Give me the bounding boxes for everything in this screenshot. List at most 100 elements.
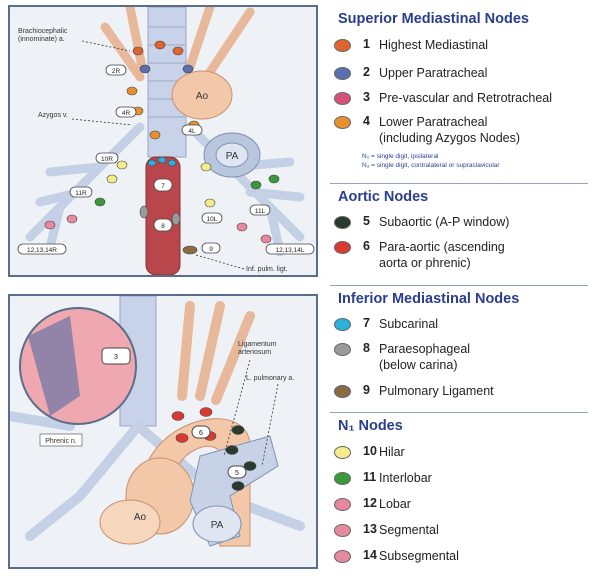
section-title-n1: N₁ Nodes [338, 418, 403, 434]
node-7 [148, 160, 156, 166]
inf-pulm-ligt-label: Inf. pulm. ligt. [246, 266, 288, 273]
legend-swatch [334, 343, 351, 356]
node-12 [237, 223, 247, 231]
station-tag-12-13-14r: 12,13,14R [27, 247, 57, 254]
station-label: Lobar [379, 496, 411, 512]
node-5 [226, 446, 238, 455]
node-7 [168, 160, 176, 166]
legend-item: 8Paraesophageal (below carina) [334, 341, 470, 373]
node-10 [205, 199, 215, 207]
section-title-aortic: Aortic Nodes [338, 189, 428, 205]
n3-note: N₃ = single digit, contralateral or supr… [362, 162, 500, 171]
station-label: Lower Paratracheal (including Azygos Nod… [379, 114, 520, 146]
station-number: 14 [363, 548, 377, 562]
legend-swatch [334, 241, 351, 254]
legend-swatch [334, 39, 351, 52]
station-label: Paraesophageal (below carina) [379, 341, 470, 373]
legend-item: 3Pre-vascular and Retrotracheal [334, 90, 552, 106]
node-12 [67, 215, 77, 223]
node-6 [176, 434, 188, 443]
node-6 [172, 412, 184, 421]
station-tag-5: 5 [235, 470, 239, 477]
mediastinum-anterior-diagram: 2R 4R 4L 10R 11R 12,13,14R 7 8 10L 11L 9… [10, 7, 316, 275]
node-10 [117, 161, 127, 169]
node-7 [158, 157, 166, 163]
node-11 [95, 198, 105, 206]
node-8 [140, 206, 148, 218]
section-title-superior: Superior Mediastinal Nodes [338, 11, 529, 27]
node-10 [107, 175, 117, 183]
station-number: 8 [363, 341, 377, 355]
station-label: Subaortic (A-P window) [379, 214, 509, 230]
legend-swatch [334, 67, 351, 80]
station-label: Subcarinal [379, 316, 438, 332]
station-number: 3 [363, 90, 377, 104]
node-4 [150, 131, 160, 139]
station-tag-11r: 11R [75, 190, 87, 197]
node-5 [232, 482, 244, 491]
station-number: 13 [363, 522, 377, 536]
legend-swatch [334, 498, 351, 511]
inf-pulm-ligt-pointer [196, 255, 244, 269]
legend-swatch [334, 472, 351, 485]
legend-swatch [334, 92, 351, 105]
station-tag-4r: 4R [122, 110, 131, 117]
station-tag-2r: 2R [112, 68, 121, 75]
section-divider [330, 412, 588, 413]
legend-swatch [334, 385, 351, 398]
brachiocephalic-label: Brachiocephalic(innominate) a. [18, 28, 68, 43]
n2-note: N₂ = single digit, ipsilateral [362, 153, 438, 162]
node-6 [200, 408, 212, 417]
station-tag-6: 6 [199, 430, 203, 437]
node-12 [261, 235, 271, 243]
node-1 [173, 47, 183, 55]
azygos-label: Azygos v. [38, 112, 68, 119]
pa-label: PA [226, 151, 239, 162]
station-label: Highest Mediastinal [379, 37, 488, 53]
station-number: 1 [363, 37, 377, 51]
node-4 [127, 87, 137, 95]
pa-label: PA [211, 520, 224, 531]
node-11 [269, 175, 279, 183]
node-2 [183, 65, 193, 73]
aorta-label: Ao [196, 91, 209, 102]
station-number: 2 [363, 65, 377, 79]
legend-item: 14Subsegmental [334, 548, 459, 564]
legend-item: 1Highest Mediastinal [334, 37, 488, 53]
aorta-cut [100, 500, 160, 544]
node-10 [201, 163, 211, 171]
legend-item: 13Segmental [334, 522, 439, 538]
station-number: 12 [363, 496, 377, 510]
pulmonary-artery-label: L. pulmonary a. [246, 375, 294, 382]
station-number: 5 [363, 214, 377, 228]
station-number: 9 [363, 383, 377, 397]
station-tag-9: 9 [209, 246, 213, 253]
section-title-inferior: Inferior Mediastinal Nodes [338, 291, 519, 307]
phrenic-label: Phrenic n. [45, 438, 77, 445]
top-anatomy-panel: 2R 4R 4L 10R 11R 12,13,14R 7 8 10L 11L 9… [8, 5, 318, 277]
station-label: Pulmonary Ligament [379, 383, 494, 399]
station-number: 11 [363, 470, 377, 484]
node-11 [251, 181, 261, 189]
station-number: 7 [363, 316, 377, 330]
section-divider [330, 285, 588, 286]
station-tag-7: 7 [161, 183, 165, 190]
legend-swatch [334, 318, 351, 331]
legend-swatch [334, 550, 351, 563]
node-12 [45, 221, 55, 229]
station-tag-12-13-14l: 12,13,14L [276, 247, 305, 254]
legend-item: 2Upper Paratracheal [334, 65, 487, 81]
node-1 [155, 41, 165, 49]
station-label: Pre-vascular and Retrotracheal [379, 90, 552, 106]
station-tag-11l: 11L [255, 208, 266, 215]
station-label: Interlobar [379, 470, 432, 486]
